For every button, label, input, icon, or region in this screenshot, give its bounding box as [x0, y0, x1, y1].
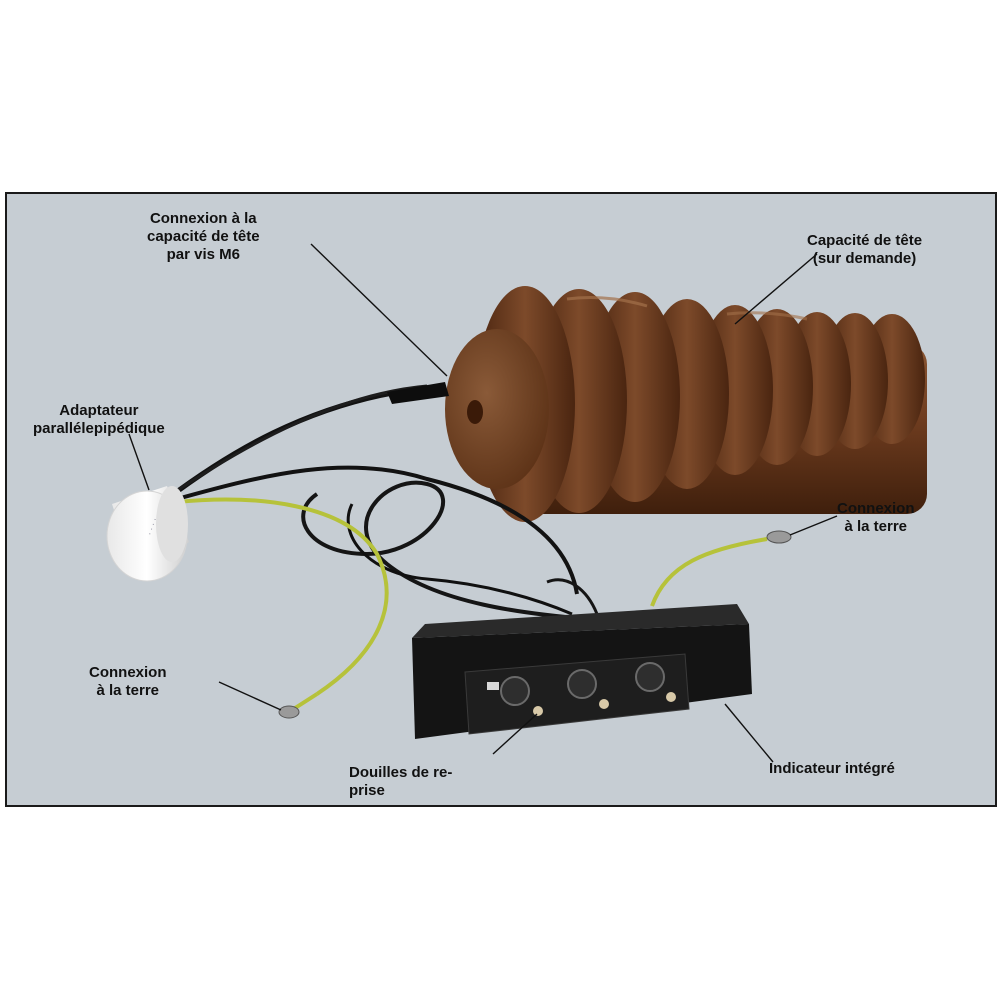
label-head-capacity-connection-line3: par vis M6 [166, 246, 240, 263]
label-sockets-line1: Douilles de re- [349, 764, 453, 781]
label-ground-left: Connexion à la terre [89, 664, 167, 700]
label-head-capacity-line2: (sur demande) [812, 250, 917, 267]
label-head-capacity-line1: Capacité de tête [807, 232, 923, 249]
label-head-capacity-connection-line1: Connexion à la [149, 210, 257, 227]
label-ground-left-line2: à la terre [96, 682, 160, 699]
indicator-box [412, 604, 752, 739]
label-head-capacity-connection-line2: capacité de tête [147, 228, 260, 245]
label-adapter: Adaptateur parallélepipédique [33, 402, 165, 438]
head-cable [165, 382, 449, 502]
label-adapter-line2: parallélepipédique [33, 420, 165, 437]
label-head-capacity: Capacité de tête (sur demande) [807, 232, 922, 268]
adapter: · · · · [106, 486, 189, 582]
label-sockets: Douilles de re- prise [349, 764, 452, 800]
ground-wires [176, 497, 792, 719]
label-ground-left-line1: Connexion [89, 664, 167, 681]
label-ground-right-line1: Connexion [837, 500, 915, 517]
device-photo: · · · · [106, 243, 927, 763]
label-adapter-line1: Adaptateur [59, 402, 139, 419]
photo-figure: · · · · Connexion à la capaci [5, 192, 997, 807]
indicator-cable [176, 465, 599, 621]
label-ground-right: Connexion à la terre [837, 500, 915, 536]
label-ground-right-line2: à la terre [844, 518, 908, 535]
label-indicator: Indicateur intégré [769, 760, 895, 778]
leader-lines [128, 243, 838, 763]
label-indicator-line1: Indicateur intégré [769, 760, 895, 777]
label-head-capacity-connection: Connexion à la capacité de tête par vis … [147, 210, 260, 264]
insulator [445, 286, 927, 522]
label-sockets-line2: prise [349, 782, 385, 799]
